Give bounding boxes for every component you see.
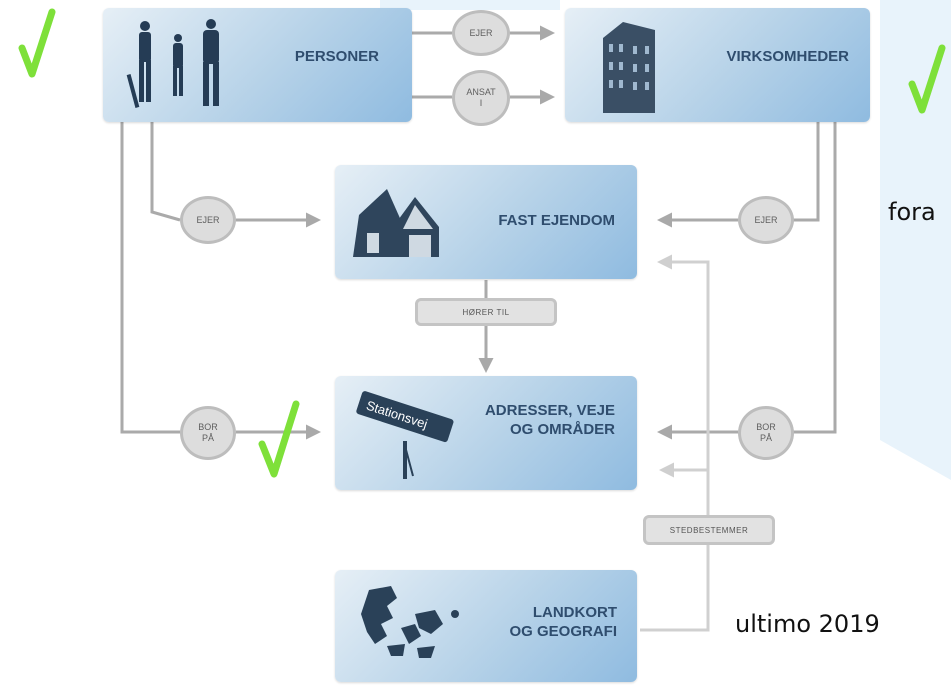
entity-label-fast-ejendom: FAST EJENDOM (498, 212, 615, 229)
side-text-ultimo: ultimo 2019 (735, 610, 880, 638)
entity-label-landkort-line1: LANDKORT (532, 604, 617, 621)
entity-label-virksomheder: VIRKSOMHEDER (726, 48, 849, 65)
entity-label-adresser-line2: OG OMRÅDER (510, 421, 615, 438)
relation-bor-pa-right: BOR PÅ (738, 406, 794, 460)
relation-horer-til-label: HØRER TIL (462, 307, 510, 317)
entity-label-adresser-line1: ADRESSER, VEJE (484, 402, 615, 419)
people-picture (126, 19, 219, 108)
entity-virksomheder: VIRKSOMHEDER (565, 8, 870, 122)
relation-ejer-left: EJER (180, 196, 236, 244)
check-mark-icon (18, 8, 56, 78)
relation-ansat-i-label: ANSAT I (466, 87, 495, 109)
entity-landkort: LANDKORT OG GEOGRAFI (335, 570, 637, 682)
relation-ejer-right-label: EJER (754, 214, 778, 225)
entity-label-personer: PERSONER (294, 48, 379, 65)
relation-bor-pa-left-label: BOR PÅ (198, 422, 218, 444)
relation-ejer-right: EJER (738, 196, 794, 244)
relation-bor-line2: PÅ (201, 433, 214, 443)
house-picture (353, 189, 439, 257)
relation-ansat-line1: ANSAT (466, 87, 496, 97)
relation-bor-pa-left: BOR PÅ (180, 406, 236, 460)
relation-bor-line1: BOR (198, 422, 218, 432)
check-mark-icon (908, 44, 946, 114)
relation-stedbestemmer-label: STEDBESTEMMER (669, 525, 749, 535)
relation-stedbestemmer: STEDBESTEMMER (643, 515, 775, 545)
entity-personer: PERSONER (103, 8, 412, 122)
relation-ansat-i: ANSAT I (452, 70, 510, 126)
entity-fast-ejendom: FAST EJENDOM (335, 165, 637, 279)
check-mark-icon (258, 400, 300, 478)
relation-ejer-left-label: EJER (196, 214, 220, 225)
relation-ejer-top-label: EJER (469, 27, 493, 38)
relation-ejer-top: EJER (452, 10, 510, 56)
relation-bor-pa-right-label: BOR PÅ (756, 422, 776, 444)
entity-label-landkort-line2: OG GEOGRAFI (509, 623, 617, 640)
relation-bor-line1-right: BOR (756, 422, 776, 432)
building-picture (603, 22, 655, 113)
relation-horer-til: HØRER TIL (415, 298, 557, 326)
entity-adresser: Stationsvej ADRESSER, VEJE OG OMRÅDER (335, 376, 637, 490)
denmark-map-picture (361, 586, 459, 658)
side-text-fora: fora (888, 198, 936, 226)
relation-ansat-line2: I (479, 98, 483, 108)
street-sign-picture: Stationsvej (356, 391, 454, 479)
relation-bor-line2-right: PÅ (759, 433, 772, 443)
